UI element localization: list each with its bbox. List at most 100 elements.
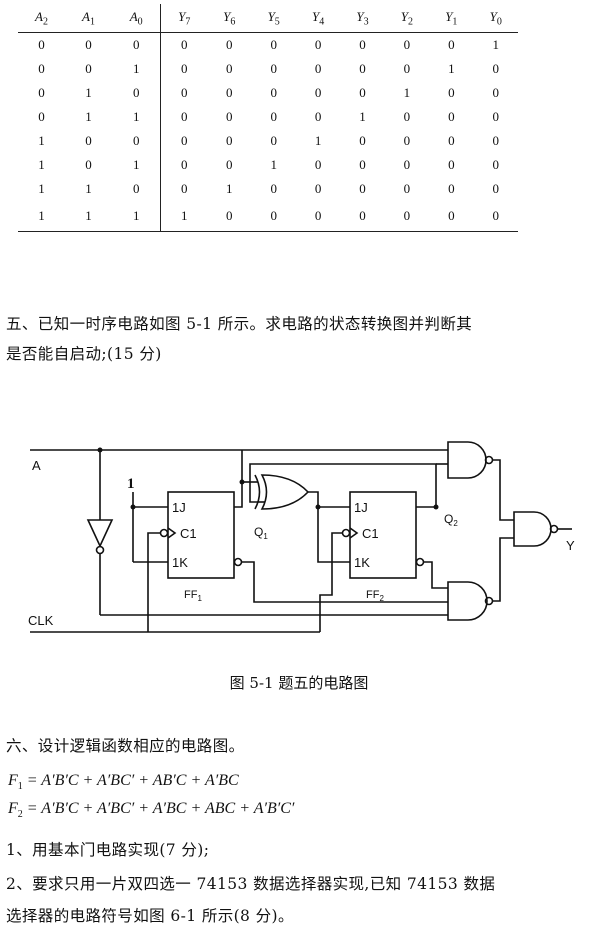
- table-cell: 0: [448, 109, 455, 124]
- table-cell: 0: [112, 81, 162, 105]
- question-6-item-2-line-2: 选择器的电路符号如图 6-1 所示(8 分)。: [6, 907, 294, 925]
- wire-q1bar: [242, 561, 448, 603]
- wire-q2bar: [424, 561, 448, 589]
- header-symbol: A: [35, 8, 43, 24]
- header-subscript: 2: [408, 16, 414, 28]
- table-cell: 0: [492, 61, 500, 76]
- table-cell: 0: [314, 109, 322, 124]
- truth-table-header-cell: Y6: [207, 4, 252, 33]
- table-cell: 0: [314, 181, 322, 196]
- header-subscript: 1: [452, 16, 458, 28]
- inverter-bubble: [95, 545, 105, 555]
- table-cell: 0: [448, 157, 455, 172]
- ff1-clock-bubble: [159, 528, 169, 538]
- formula-f2: F2 = A′B′C + A′BC′ + A′BC + ABC + A′B′C′: [8, 800, 294, 820]
- table-cell: 0: [226, 133, 233, 148]
- table-cell: 0: [295, 201, 341, 232]
- header-symbol: Y: [267, 8, 275, 24]
- truth-table-header-cell: A1: [65, 4, 113, 33]
- table-cell: 1: [270, 157, 277, 172]
- table-cell: 0: [314, 157, 322, 172]
- formula-f1-rhs: = A′B′C + A′BC′ + AB′C + A′BC: [22, 772, 239, 789]
- table-cell: 0: [492, 181, 500, 196]
- wire-q2-feedback: [249, 463, 437, 507]
- table-cell: 0: [180, 133, 188, 148]
- table-cell: 0: [403, 181, 411, 196]
- table-cell: 0: [314, 37, 322, 52]
- table-cell: 0: [359, 37, 366, 52]
- table-cell: 1: [160, 201, 208, 232]
- label-a: A: [32, 458, 41, 473]
- table-cell: 0: [448, 37, 455, 52]
- table-cell: 0: [270, 181, 277, 196]
- table-cell: 0: [207, 201, 252, 232]
- table-cell: 1: [112, 153, 162, 177]
- table-cell: 0: [38, 85, 45, 100]
- nand-1-bubble: [484, 455, 494, 465]
- table-cell: 0: [314, 61, 322, 76]
- header-subscript: 0: [496, 16, 502, 28]
- truth-table-header-cell: Y3: [340, 4, 385, 33]
- label-y: Y: [566, 538, 575, 553]
- nand-gate-3: [513, 511, 552, 547]
- table-cell: 1: [112, 105, 162, 129]
- header-symbol: Y: [400, 8, 409, 24]
- table-cell: 0: [403, 133, 411, 148]
- formula-f2-lhs: F: [8, 800, 18, 817]
- header-subscript: 0: [137, 16, 143, 28]
- table-cell: 1: [448, 61, 455, 76]
- table-cell: 0: [251, 201, 296, 232]
- table-cell: 0: [403, 109, 411, 124]
- formula-f1-lhs: F: [8, 772, 18, 789]
- sequential-circuit-diagram: A CLK Y 1 1J C1 1K 1J C1 1K FF1 FF2 Q1 Q…: [28, 441, 575, 633]
- table-cell: 0: [38, 109, 45, 124]
- table-cell: 0: [180, 109, 188, 124]
- nand-3-bubble: [549, 524, 559, 534]
- truth-table-header-cell: Y2: [384, 4, 430, 33]
- question-5-line-2: 是否能自启动;(15 分): [6, 345, 162, 363]
- table-cell: 0: [38, 37, 45, 52]
- junction-const: [130, 504, 136, 510]
- wire-nand2-out: [493, 537, 514, 602]
- table-cell: 0: [403, 157, 411, 172]
- junction-q2: [433, 504, 439, 510]
- junction-xor: [315, 504, 321, 510]
- table-cell: 0: [359, 61, 366, 76]
- table-cell: 0: [112, 177, 162, 201]
- ff2-qbar-bubble: [415, 557, 425, 567]
- label-const-1: 1: [127, 476, 135, 492]
- header-symbol: A: [129, 8, 138, 24]
- table-cell: 0: [85, 37, 92, 52]
- wire-q1-up: [234, 450, 243, 508]
- header-subscript: 3: [363, 16, 369, 28]
- table-cell: 0: [270, 37, 277, 52]
- q1-label: Q1: [254, 525, 268, 541]
- table-cell: 1: [85, 109, 92, 124]
- table-cell: 1: [18, 201, 66, 232]
- table-cell: 0: [403, 37, 411, 52]
- wire-xor-to-j2: [308, 491, 350, 508]
- table-cell: 0: [270, 61, 277, 76]
- truth-table-header-cell: Y4: [295, 4, 341, 33]
- ff1-clock-triangle: [167, 527, 177, 539]
- table-cell: 0: [112, 32, 162, 57]
- truth-table-header-cell: A2: [18, 4, 66, 33]
- ff2-k-label: 1K: [354, 555, 370, 570]
- formula-f2-sub: 2: [17, 809, 23, 821]
- table-cell: 1: [38, 181, 45, 196]
- ff2-name-label: FF2: [366, 589, 384, 603]
- table-cell: 1: [38, 133, 45, 148]
- table-cell: 0: [492, 109, 500, 124]
- ff2-clock-bubble: [341, 528, 351, 538]
- xor-back-curve: [254, 474, 261, 510]
- table-cell: 1: [38, 157, 45, 172]
- table-cell: 1: [65, 201, 113, 232]
- table-cell: 0: [403, 61, 411, 76]
- junction-a: [97, 447, 103, 453]
- table-cell: 0: [429, 201, 474, 232]
- table-cell: 0: [270, 133, 277, 148]
